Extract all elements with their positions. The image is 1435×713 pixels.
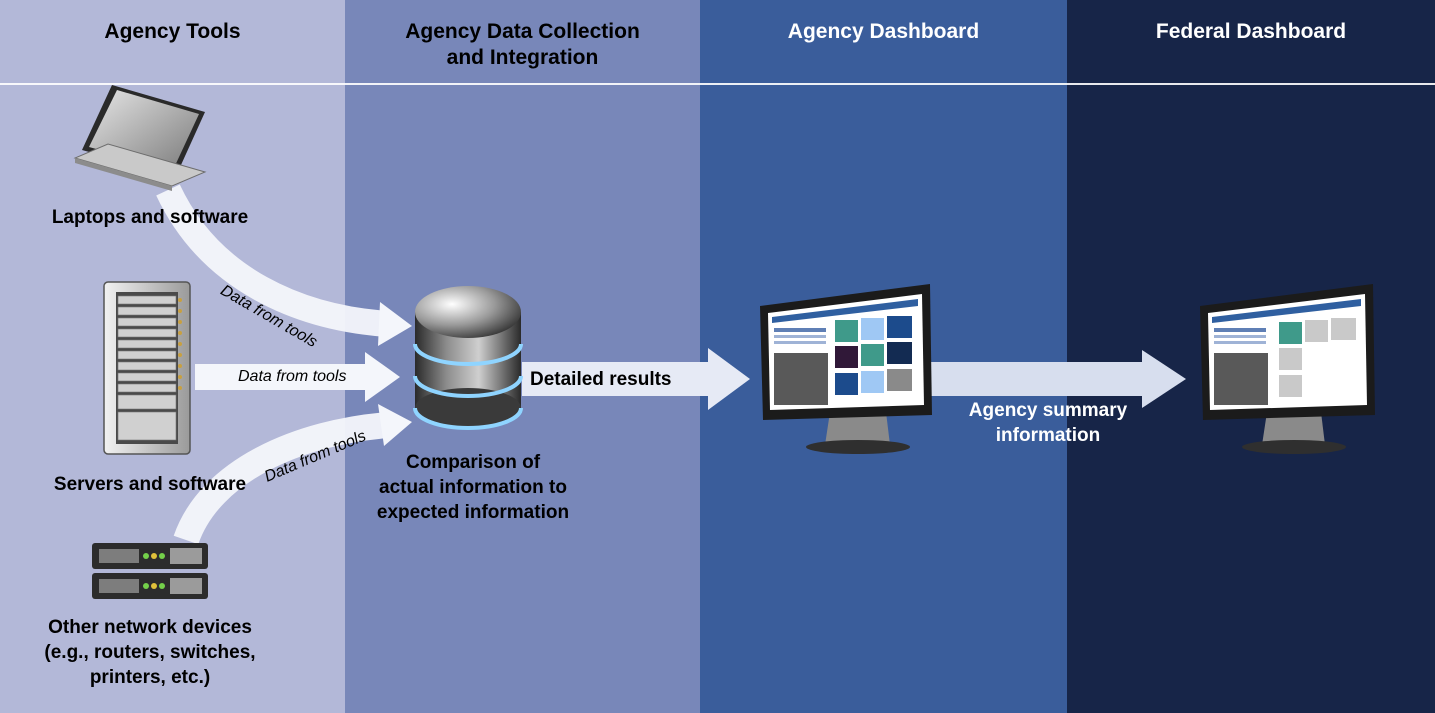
column-title-agency-dashboard: Agency Dashboard bbox=[787, 20, 980, 43]
column-title-federal-dashboard: Federal Dashboard bbox=[1155, 20, 1347, 43]
label-laptops: Laptops and software bbox=[51, 207, 249, 228]
laptop-icon bbox=[73, 85, 207, 191]
arrow-label-server: Data from tools bbox=[238, 368, 347, 385]
header-divider bbox=[0, 83, 1435, 85]
server-rack-icon bbox=[103, 281, 191, 455]
label-servers: Servers and software bbox=[53, 474, 247, 495]
arrow-laptop-to-database bbox=[156, 184, 412, 346]
column-data-collection: Agency Data Collection and Integration bbox=[345, 0, 700, 713]
arrow-network-to-database bbox=[173, 404, 412, 545]
database-icon bbox=[413, 286, 523, 430]
label-database-caption: Comparison of actual information to expe… bbox=[376, 452, 570, 523]
agency-monitor-icon bbox=[760, 284, 932, 454]
label-agency-summary: Agency summary information bbox=[968, 400, 1128, 446]
arrow-agency-summary bbox=[930, 350, 1186, 408]
column-title-agency-tools: Agency Tools bbox=[104, 20, 241, 43]
column-title-data-collection: Agency Data Collection and Integration bbox=[405, 20, 640, 69]
label-detailed-results: Detailed results bbox=[530, 369, 672, 390]
federal-monitor-icon bbox=[1200, 284, 1375, 454]
arrow-detailed-results bbox=[522, 348, 750, 410]
network-switch-icon bbox=[92, 543, 208, 599]
arrow-server-to-database bbox=[195, 352, 400, 402]
label-network-devices: Other network devices (e.g., routers, sw… bbox=[44, 617, 256, 688]
